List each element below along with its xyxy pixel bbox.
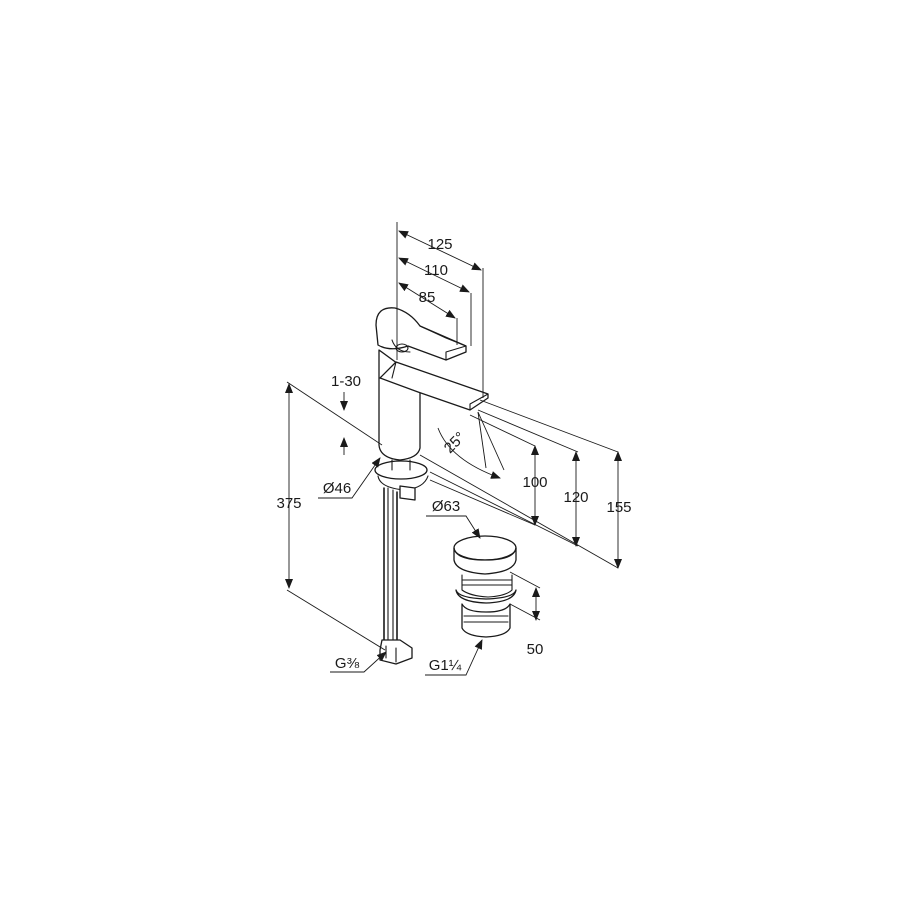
dimension-lines — [285, 222, 622, 676]
dim-375-label: 375 — [276, 495, 301, 512]
drain-body — [461, 603, 511, 638]
dim-diameter-46-label: Ø46 — [323, 480, 351, 497]
dim-120-label: 120 — [563, 489, 588, 506]
dim-50-label: 50 — [527, 641, 544, 658]
thread-g1-1-4-label: G1¼ — [429, 657, 462, 674]
dimension-labels: 125 110 85 1-30 25° 100 120 155 375 Ø46 … — [276, 236, 631, 674]
faucet-lever — [375, 307, 467, 361]
drain-cap — [453, 535, 517, 561]
dim-155-label: 155 — [606, 499, 631, 516]
dim-25-degree-label: 25° — [441, 429, 469, 457]
dim-diameter-63-label: Ø63 — [432, 498, 460, 515]
dim-100-label: 100 — [522, 474, 547, 491]
drain-waste — [453, 535, 517, 638]
dim-125-label: 125 — [427, 236, 452, 253]
dim-1-30-label: 1-30 — [331, 373, 361, 390]
faucet-base-ring — [374, 460, 428, 480]
thread-g3-8-label: G⅜ — [335, 655, 360, 672]
dim-110-label: 110 — [424, 262, 448, 279]
dim-85-label: 85 — [419, 289, 436, 306]
faucet — [374, 307, 489, 665]
